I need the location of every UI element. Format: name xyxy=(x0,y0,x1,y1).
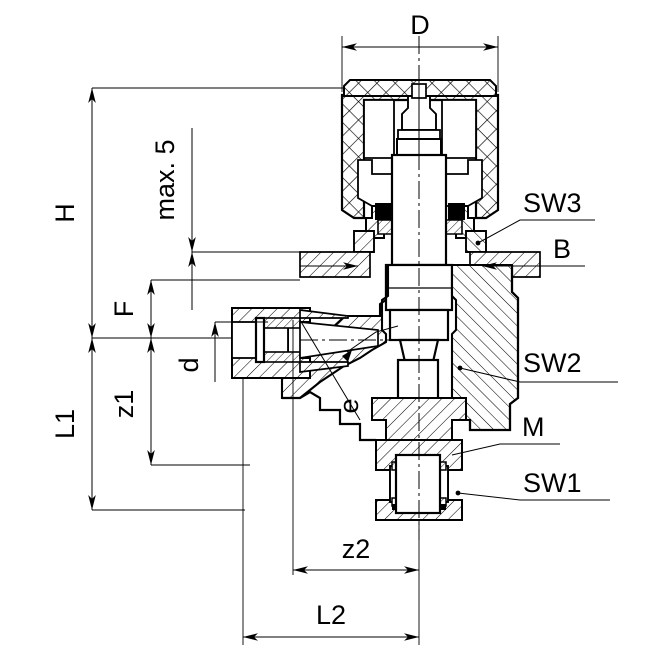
dimension-d: d xyxy=(174,322,219,382)
sw3-nut-left xyxy=(353,230,375,253)
bottom-tube xyxy=(394,453,442,515)
knob-cavity-right xyxy=(441,99,477,159)
dimension-H: H xyxy=(50,88,96,338)
dimension-label-SW2: SW2 xyxy=(523,348,582,378)
port-stub-lower xyxy=(299,361,349,373)
dimension-label-H: H xyxy=(50,203,80,223)
dimension-label-d: d xyxy=(174,357,204,372)
leader-SW2: SW2 xyxy=(457,348,618,383)
dimension-max5: max. 5 xyxy=(150,128,196,310)
knob-cavity-left xyxy=(363,99,395,159)
leader-SW1: SW1 xyxy=(455,468,610,501)
dimension-label-F: F xyxy=(109,301,139,318)
dimension-network: D H L1 max. 5 F z1 xyxy=(50,10,618,645)
leader-SW3: SW3 xyxy=(475,188,595,246)
body-outline-right xyxy=(468,265,520,432)
ferrule-lower xyxy=(261,351,301,363)
dimension-D: D xyxy=(342,10,498,51)
dimension-label-e: e xyxy=(334,398,364,413)
ferrule-upper xyxy=(261,317,301,329)
dimension-z2: z2 xyxy=(293,534,419,574)
dimension-label-B: B xyxy=(553,234,571,264)
side-port-fitting xyxy=(231,307,390,379)
dimension-L2: L2 xyxy=(243,600,419,641)
dimension-label-M: M xyxy=(522,412,545,442)
leader-M: M xyxy=(451,412,560,456)
dimension-label-D: D xyxy=(410,10,430,40)
dimension-label-z1: z1 xyxy=(109,390,139,419)
leader-arrow-e xyxy=(342,350,352,362)
dimension-label-SW1: SW1 xyxy=(523,468,582,498)
dimension-L1: L1 xyxy=(50,338,96,510)
leader-e: e xyxy=(299,319,399,421)
bonnet-gland xyxy=(353,203,487,253)
sw3-nut-right xyxy=(465,230,487,253)
gland-follower-right xyxy=(445,219,463,235)
packing-seal-left xyxy=(375,203,392,220)
port-stub-upper xyxy=(299,309,349,319)
leader-line-e-1 xyxy=(299,319,361,421)
dimension-z1: z1 xyxy=(109,338,155,465)
handwheel-knob xyxy=(340,79,500,220)
valve-assembly xyxy=(231,36,541,540)
dimension-label-L1: L1 xyxy=(50,409,80,439)
packing-seal-right xyxy=(448,203,465,220)
tube-end xyxy=(254,316,266,364)
dimension-F: F xyxy=(109,280,155,338)
dimension-label-SW3: SW3 xyxy=(523,188,582,218)
dimension-label-max5: max. 5 xyxy=(150,139,180,220)
leader-line-e-2 xyxy=(346,325,399,353)
dimension-label-L2: L2 xyxy=(316,600,346,630)
dimension-label-z2: z2 xyxy=(342,534,371,564)
panel-left xyxy=(299,251,371,278)
body-step-contour xyxy=(282,390,376,442)
dimension-B: B xyxy=(300,234,585,270)
